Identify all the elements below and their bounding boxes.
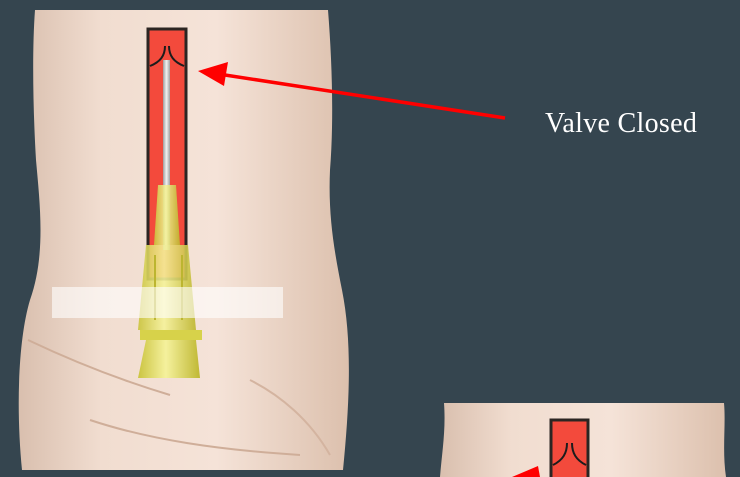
valve-closed-label: Valve Closed bbox=[545, 108, 697, 140]
label-strip bbox=[52, 287, 283, 318]
torso-illustration-secondary bbox=[440, 403, 726, 477]
torso-illustration-main bbox=[19, 10, 349, 470]
red-channel-secondary bbox=[551, 420, 588, 477]
